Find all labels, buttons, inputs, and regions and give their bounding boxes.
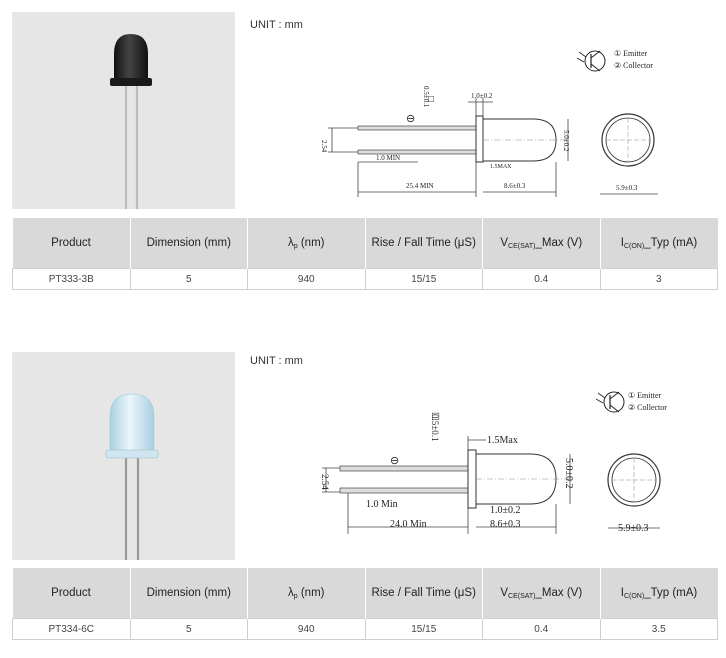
- minus-mark-2: ⊖: [390, 455, 399, 467]
- body-length-dim-1: 8.6±0.3: [504, 182, 526, 190]
- header-product: Product: [12, 568, 131, 619]
- pitch-dim-1: 2.54: [320, 140, 328, 153]
- diameter-front-dim-2: 5.9±0.3: [618, 523, 649, 534]
- flange-length-dim-2: 1.0±0.2: [490, 505, 521, 516]
- product-photo-1: [12, 12, 235, 209]
- table-row: PT333-3B 5 940 15/15 0.4 3: [12, 268, 718, 290]
- pitch-dim-2: 2.54: [320, 474, 330, 490]
- cell-wavelength: 940: [247, 268, 366, 290]
- cell-dimension: 5: [129, 268, 248, 290]
- header-rise-fall: Rise / Fall Time (μS): [365, 568, 483, 619]
- cell-vce: 0.4: [482, 618, 601, 640]
- cell-wavelength: 940: [247, 618, 366, 640]
- square-mark-1: □: [428, 94, 434, 105]
- header-rise-fall: Rise / Fall Time (μS): [365, 218, 483, 269]
- pin-legend-emitter-1: ① Emitter: [614, 49, 648, 58]
- cell-ic: 3: [599, 268, 718, 290]
- header-dimension: Dimension (mm): [130, 218, 248, 269]
- phototransistor-black-image: [110, 34, 152, 209]
- diameter-side-dim-1: 5.0±0.2: [562, 130, 570, 152]
- lead-square-dim-1: 0.5±0.1: [422, 86, 430, 108]
- cell-dimension: 5: [129, 618, 248, 640]
- cell-ic: 3.5: [599, 618, 718, 640]
- dimension-drawing-2: 2.54 24.0 Min 1.0 Min 8.6±0.3 1.0±0.2 1.…: [320, 391, 667, 534]
- body-length-dim-2: 8.6±0.3: [490, 519, 521, 530]
- phototransistor-clear-image: [105, 393, 159, 560]
- table-header-row: Product Dimension (mm) λp (nm) Rise / Fa…: [12, 568, 718, 619]
- diameter-front-dim-1: 5.9±0.3: [616, 184, 638, 192]
- header-ic: IC(ON)_Typ (mA): [600, 568, 718, 619]
- header-wavelength: λp (nm): [247, 568, 366, 619]
- header-product: Product: [12, 218, 131, 269]
- flange-dim-1: 1.0±0.2: [471, 92, 493, 100]
- header-wavelength: λp (nm): [247, 218, 366, 269]
- pin-legend-collector-1: ② Collector: [614, 61, 653, 70]
- spec-table-1: Product Dimension (mm) λp (nm) Rise / Fa…: [12, 218, 718, 290]
- min-length-dim-2: 1.0 Min: [366, 499, 398, 510]
- spec-table-2: Product Dimension (mm) λp (nm) Rise / Fa…: [12, 568, 718, 640]
- product-photo-2: [12, 352, 235, 560]
- unit-label-1: UNIT : mm: [250, 19, 303, 31]
- pin-legend-emitter-2: ① Emitter: [628, 391, 662, 400]
- lead-length-dim-2: 24.0 Min: [390, 519, 427, 530]
- flange-dim-2: 1.5Max: [487, 435, 518, 446]
- lead-square-dim-2: 0.5±0.1: [430, 414, 440, 441]
- unit-label-2: UNIT : mm: [250, 355, 303, 367]
- pin-legend-collector-2: ② Collector: [628, 403, 667, 412]
- header-vce: VCE(SAT)_Max (V): [482, 218, 601, 269]
- table-header-row: Product Dimension (mm) λp (nm) Rise / Fa…: [12, 218, 718, 269]
- cell-rise-fall: 15/15: [364, 268, 483, 290]
- cell-rise-fall: 15/15: [364, 618, 483, 640]
- minus-mark-1: ⊖: [406, 113, 415, 125]
- header-ic: IC(ON)_Typ (mA): [600, 218, 718, 269]
- flange-length-dim-1: 1.5MAX: [490, 164, 512, 170]
- table-row: PT334-6C 5 940 15/15 0.4 3.5: [12, 618, 718, 640]
- header-vce: VCE(SAT)_Max (V): [482, 568, 601, 619]
- square-mark-2: □: [432, 409, 439, 423]
- diameter-side-dim-2: 5.0±0.2: [563, 458, 574, 489]
- cell-product: PT333-3B: [12, 268, 131, 290]
- dimension-drawing-1: 2.54 25.4 MIN 1.0 MIN 8.6±0.3 1.5MAX 1.0…: [320, 49, 658, 197]
- cell-vce: 0.4: [482, 268, 601, 290]
- min-length-dim-1: 1.0 MIN: [376, 154, 400, 162]
- cell-product: PT334-6C: [12, 618, 131, 640]
- header-dimension: Dimension (mm): [130, 568, 248, 619]
- lead-length-dim-1: 25.4 MIN: [406, 182, 434, 190]
